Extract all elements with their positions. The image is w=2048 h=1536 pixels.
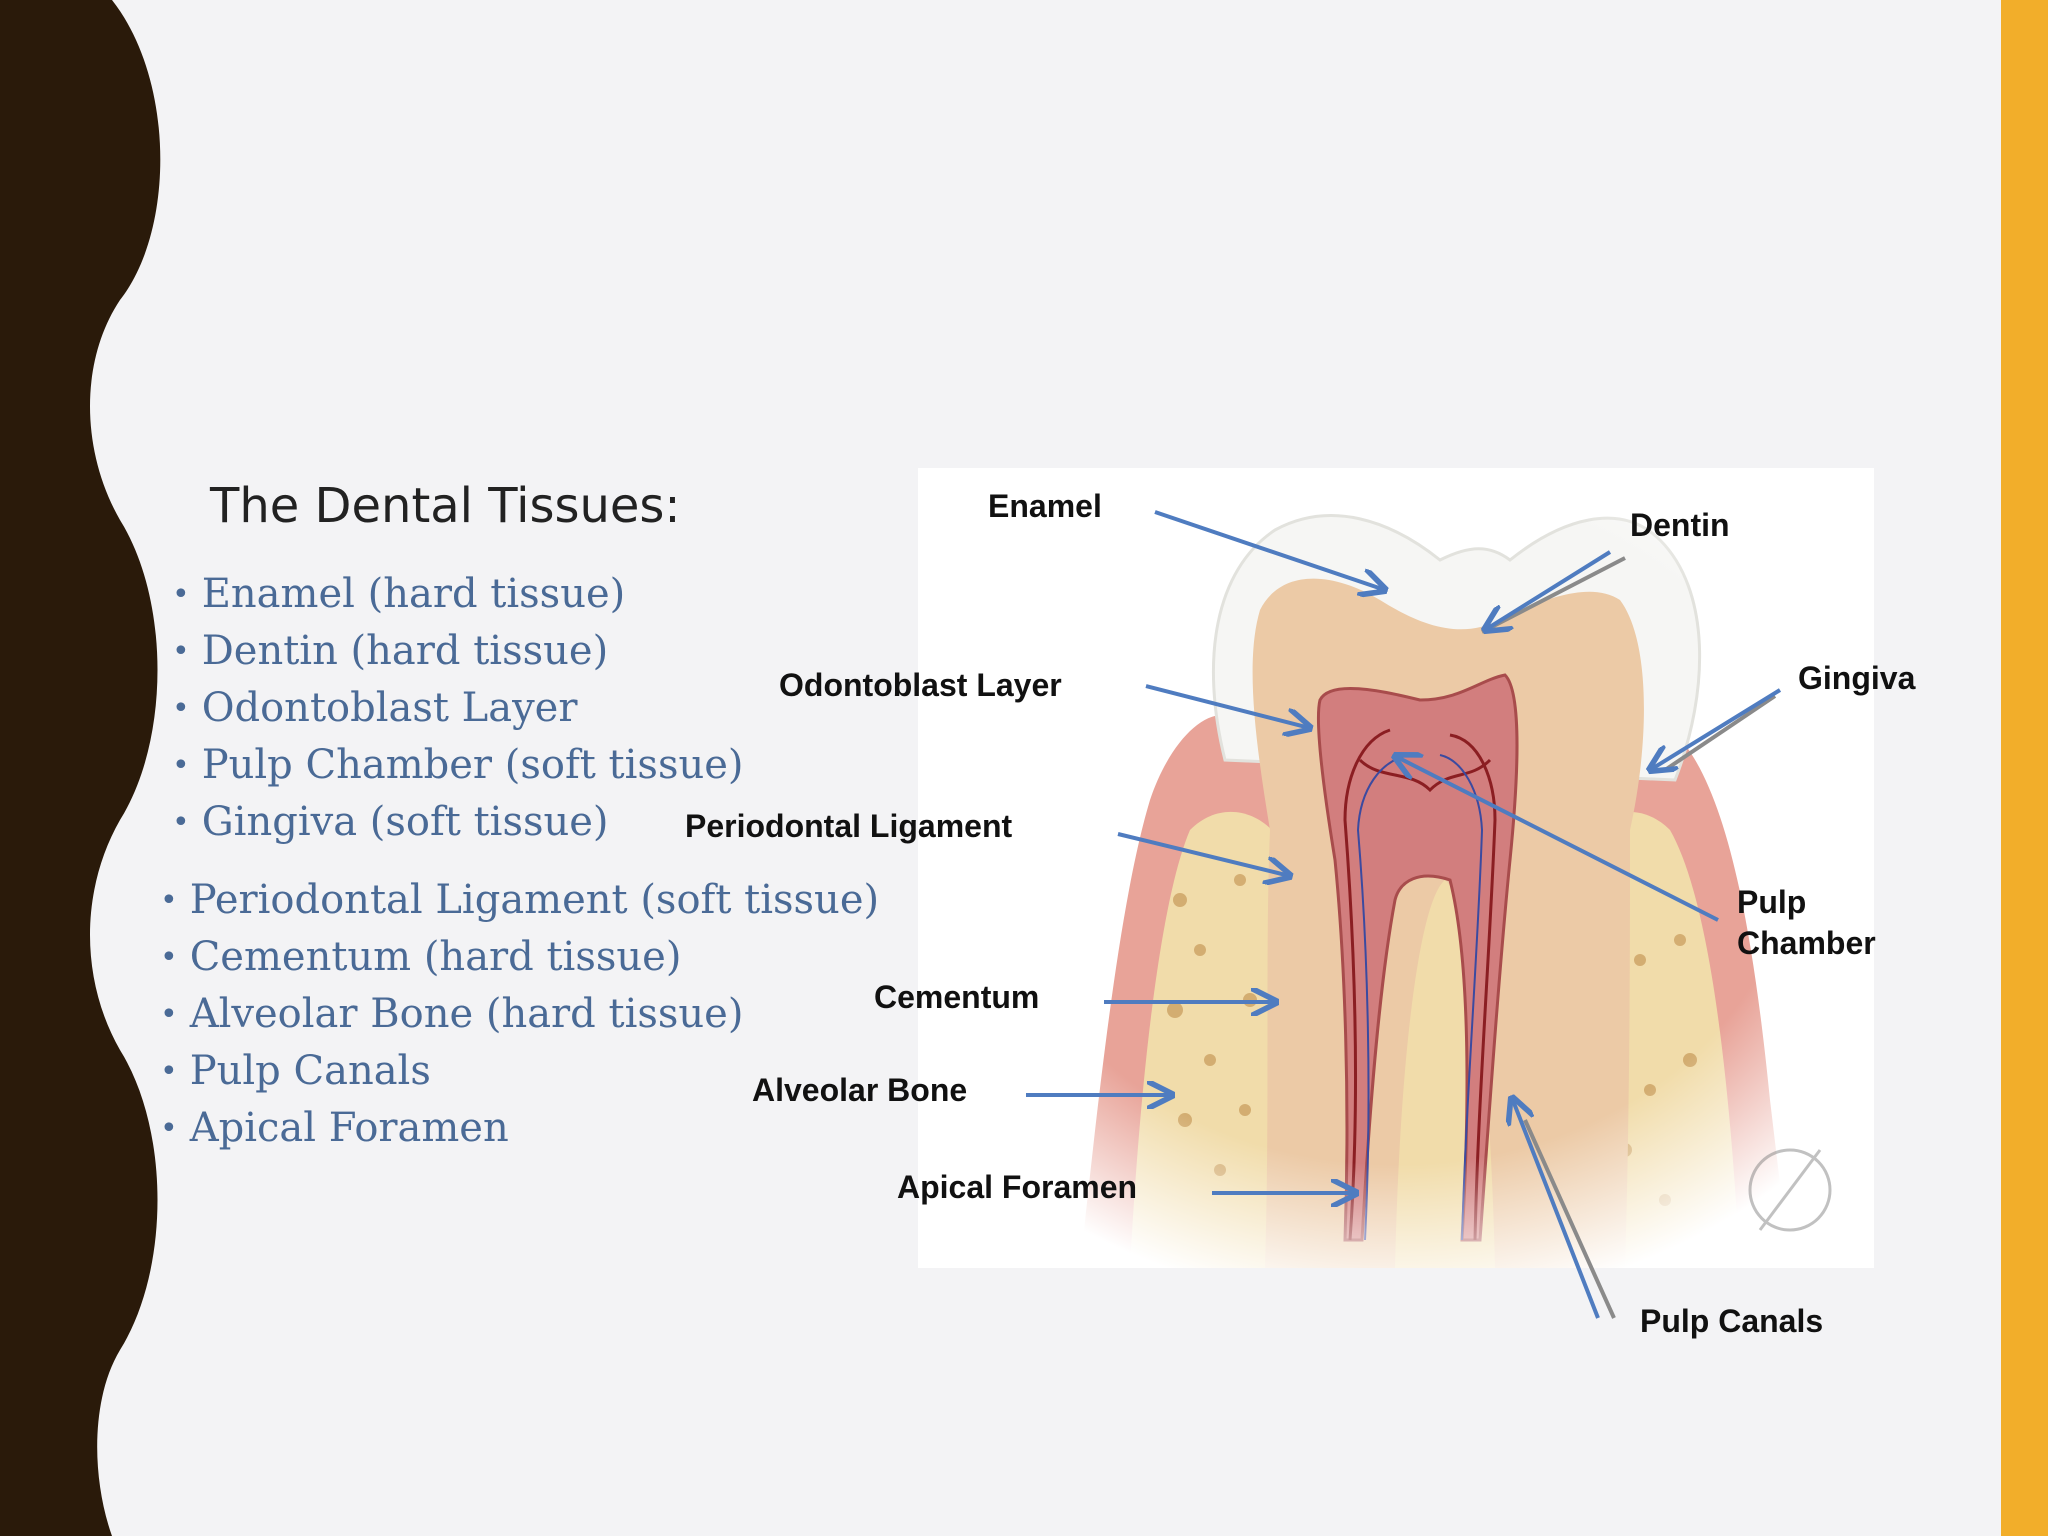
- list-item: Cementum (hard tissue): [160, 929, 879, 986]
- label-pulp-chamber-line1: Pulp: [1737, 884, 1806, 920]
- arrow-periodontal: [1117, 832, 1290, 876]
- list-item: Odontoblast Layer: [172, 680, 744, 737]
- label-alveolar-bone: Alveolar Bone: [752, 1072, 967, 1108]
- slide-title: The Dental Tissues:: [210, 478, 681, 534]
- list-item: Alveolar Bone (hard tissue): [160, 986, 879, 1043]
- label-pulp-canals: Pulp Canals: [1640, 1303, 1823, 1339]
- label-apical-foramen: Apical Foramen: [897, 1169, 1137, 1205]
- list-item: Pulp Chamber (soft tissue): [172, 737, 744, 794]
- tooth-illustration: [918, 468, 1874, 1268]
- list-item: Enamel (hard tissue): [172, 566, 744, 623]
- label-pulp-chamber-line2: Chamber: [1737, 925, 1876, 961]
- list-item: Apical Foramen: [160, 1100, 879, 1157]
- list-item: Dentin (hard tissue): [172, 623, 744, 680]
- diagram-labels: Enamel Dentin Odontoblast Layer Gingiva …: [685, 488, 1916, 1339]
- label-odontoblast-layer: Odontoblast Layer: [779, 667, 1062, 703]
- arrow-odontoblast: [1145, 684, 1310, 728]
- arrow-gingiva: [1663, 694, 1777, 772]
- tissue-list-secondary: Periodontal Ligament (soft tissue) Cemen…: [160, 872, 879, 1157]
- label-dentin: Dentin: [1630, 507, 1730, 543]
- label-enamel: Enamel: [988, 488, 1102, 524]
- tissue-list-primary: Enamel (hard tissue) Dentin (hard tissue…: [172, 566, 744, 851]
- left-decorative-band: [0, 0, 161, 1536]
- arrow-pulp-chamber: [1395, 756, 1719, 922]
- arrow-pulp-canals: [1523, 1119, 1616, 1319]
- list-item: Periodontal Ligament (soft tissue): [160, 872, 879, 929]
- label-cementum: Cementum: [874, 979, 1039, 1015]
- list-item: Pulp Canals: [160, 1043, 879, 1100]
- right-accent-stripe: [2001, 0, 2048, 1536]
- arrow-enamel: [1154, 510, 1385, 590]
- watermark-logo: [1748, 1148, 1832, 1232]
- pointer-arrows: [1026, 510, 1782, 1319]
- label-gingiva: Gingiva: [1798, 660, 1916, 696]
- list-item: Gingiva (soft tissue): [172, 794, 744, 851]
- label-periodontal-ligament: Periodontal Ligament: [685, 808, 1012, 844]
